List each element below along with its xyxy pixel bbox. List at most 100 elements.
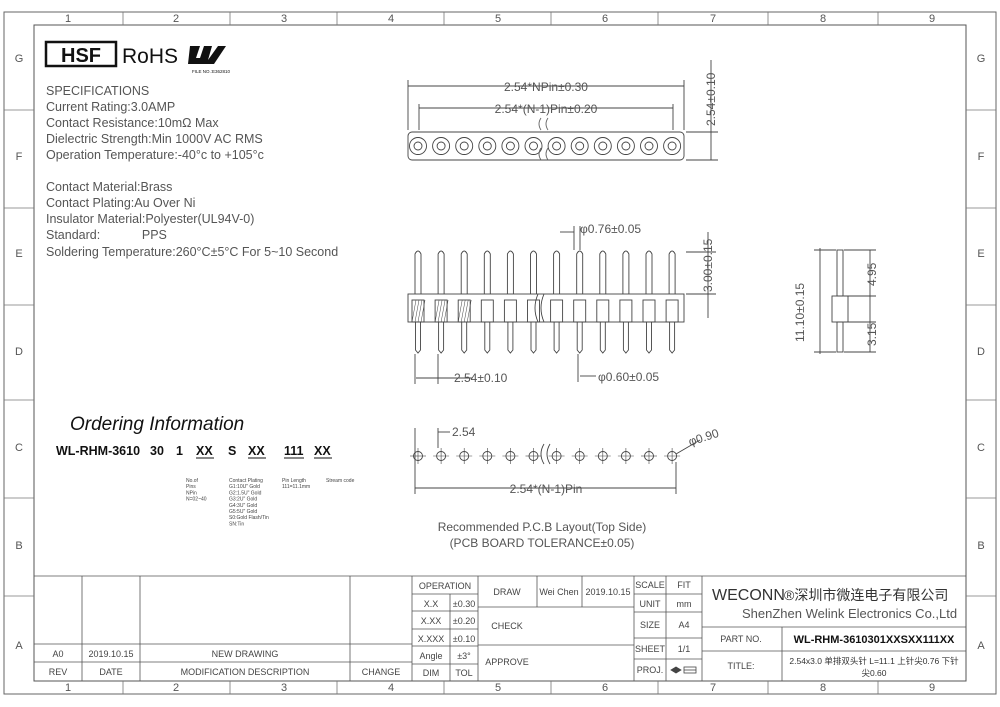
ordering-note-line: G2:1.5U" Gold xyxy=(229,490,262,496)
socket-contact xyxy=(459,141,469,151)
frame-column-label: 9 xyxy=(929,682,935,694)
ordering-title: Ordering Information xyxy=(70,414,244,435)
size-label: SIZE xyxy=(640,620,660,630)
rev-value: A0 xyxy=(52,649,63,659)
section-hatch xyxy=(420,299,426,323)
socket-sleeve xyxy=(642,299,656,323)
section-hatch xyxy=(466,299,472,323)
socket-sleeve xyxy=(550,299,564,323)
tol-key: X.XXX xyxy=(418,634,445,644)
ul-logo: FILE NO.:E362810 xyxy=(188,46,231,74)
ordering-note-line: Pin Length xyxy=(282,478,306,484)
frame-row-label: F xyxy=(16,151,23,163)
rohs-logo: RoHS xyxy=(122,45,178,68)
dim-upper-pin: 3.00±0.15 xyxy=(701,238,715,292)
lower-pin xyxy=(507,322,514,354)
ordering-note-line: SN:Tin xyxy=(229,521,244,527)
frame-row-label: E xyxy=(15,248,22,260)
scale-value: FIT xyxy=(677,580,691,590)
section-hatch xyxy=(443,299,449,323)
spec-line: Contact Material:Brass xyxy=(46,180,172,194)
sheet-value: 1/1 xyxy=(678,644,691,654)
pcb-span: 2.54*(N-1)Pin xyxy=(510,482,583,496)
socket-contact xyxy=(529,141,538,151)
ordering-note-line: No.of xyxy=(186,478,199,484)
date-header: DATE xyxy=(99,667,122,677)
hsf-logo-text: HSF xyxy=(61,45,101,67)
frame-row-label: A xyxy=(15,640,23,652)
part-label: PART NO. xyxy=(720,634,762,644)
socket-sleeve xyxy=(665,299,679,323)
specifications: SPECIFICATIONS Current Rating:3.0AMP Con… xyxy=(46,84,338,259)
title-label: TITLE: xyxy=(727,661,754,671)
check-label: CHECK xyxy=(491,621,523,631)
upper-pin xyxy=(645,250,653,294)
company-name-en: ShenZhen Welink Electronics Co.,Ltd xyxy=(742,606,957,621)
lower-pin xyxy=(646,322,652,354)
frame-column-label: 5 xyxy=(495,682,501,694)
section-hatch xyxy=(440,299,446,323)
code-part: XX xyxy=(248,444,265,458)
section-hatch xyxy=(463,299,469,323)
spec-heading: SPECIFICATIONS xyxy=(46,84,149,98)
upper-pin xyxy=(483,250,491,294)
socket-contact xyxy=(644,141,654,151)
socket-contact xyxy=(621,141,631,151)
socket-hole xyxy=(409,137,427,155)
pcb-tolerance: (PCB BOARD TOLERANCE±0.05) xyxy=(450,536,635,550)
tol-key: DIM xyxy=(423,668,440,678)
socket-contact xyxy=(505,141,515,151)
code-part: 30 xyxy=(150,444,164,458)
tol-value: ±0.20 xyxy=(453,616,475,626)
lower-pin xyxy=(669,322,676,354)
dim-pitch-total: 2.54*(N-1)Pin±0.20 xyxy=(495,102,598,116)
frame-row-label: C xyxy=(977,442,985,454)
ordering-note-line: G4:3U" Gold xyxy=(229,503,257,509)
upper-pin xyxy=(414,250,422,294)
socket-contact xyxy=(575,141,585,151)
upper-pin xyxy=(437,250,445,294)
frame-column-label: 6 xyxy=(602,13,608,25)
frame-column-label: 7 xyxy=(710,13,716,25)
spec-line: Soldering Temperature:260°C±5°C For 5~10… xyxy=(46,245,338,259)
tol-value: ±0.10 xyxy=(453,634,475,644)
frame-row-label: F xyxy=(978,151,985,163)
frame-column-label: 4 xyxy=(388,13,394,25)
hsf-logo: HSF xyxy=(44,40,118,68)
socket-sleeve xyxy=(480,299,494,323)
projection-symbol-icon xyxy=(670,666,697,674)
ordering-note-line: N=02~40 xyxy=(186,497,207,503)
ordering-note-line: 111=11.1mm xyxy=(282,484,310,490)
frame-column-label: 1 xyxy=(65,13,71,25)
change-header: CHANGE xyxy=(362,667,401,677)
tol-value: TOL xyxy=(455,668,472,678)
ordering-code: WL-RHM-3610 30 1 XX S XX 111 XX xyxy=(56,444,331,458)
rev-description: NEW DRAWING xyxy=(212,649,279,659)
frame-column-label: 5 xyxy=(495,13,501,25)
socket-hole xyxy=(663,137,682,155)
section-hatch xyxy=(417,299,423,323)
socket-sleeve xyxy=(619,299,633,323)
size-value: A4 xyxy=(678,620,689,630)
lower-pin xyxy=(438,322,445,354)
socket-contact xyxy=(413,141,423,151)
upper-pin xyxy=(599,250,607,294)
proj-label: PROJ. xyxy=(637,665,664,675)
frame-row-label: D xyxy=(977,346,985,358)
section-hatch xyxy=(434,299,440,323)
socket-sleeve xyxy=(596,299,610,323)
description-header: MODIFICATION DESCRIPTION xyxy=(181,667,310,677)
tol-value: ±3° xyxy=(457,651,471,661)
ul-file-number: FILE NO.:E362810 xyxy=(192,69,231,74)
title-block-grid xyxy=(34,575,966,681)
revision-table: A0 2019.10.15 NEW DRAWING REV DATE MODIF… xyxy=(49,649,401,677)
upper-pin xyxy=(530,250,537,294)
code-series: WL-RHM-3610 xyxy=(56,444,140,458)
title-block: OPERATION X.X ±0.30 X.XX ±0.20 X.XXX ±0.… xyxy=(418,580,762,678)
code-part: 1 xyxy=(176,444,183,458)
approve-label: APPROVE xyxy=(485,657,529,667)
section-hatch xyxy=(414,299,420,323)
lower-pin xyxy=(415,322,421,354)
dim-upper-length: 4.95 xyxy=(865,262,879,286)
